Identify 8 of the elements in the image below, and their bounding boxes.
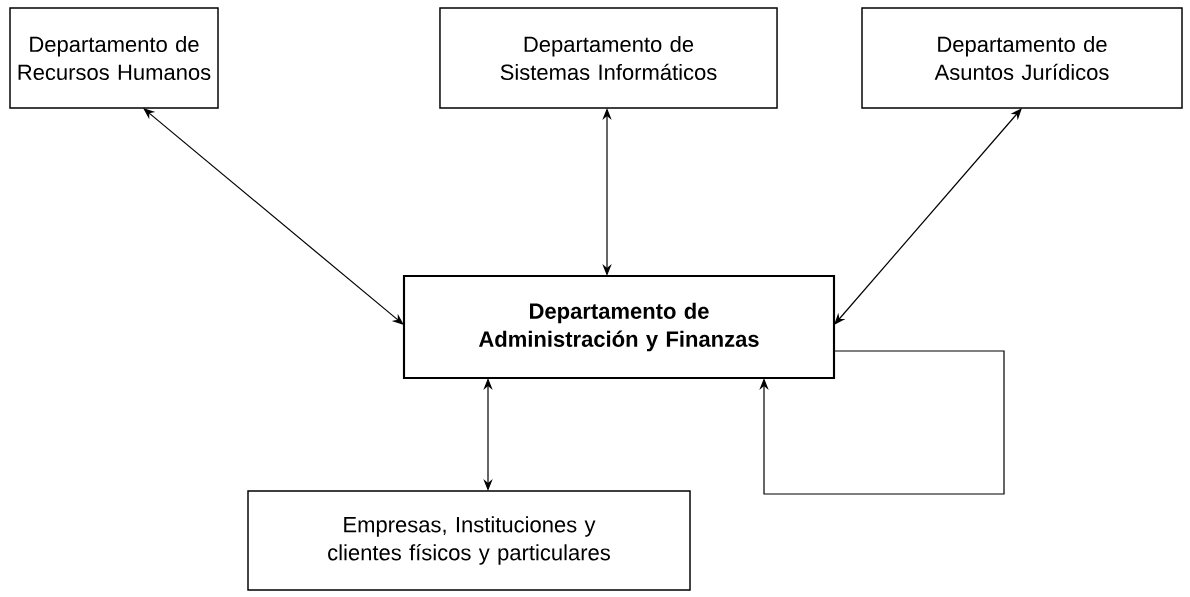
arrow bbox=[834, 108, 1022, 325]
arrow bbox=[759, 350, 1005, 495]
department-box: Empresas, Instituciones y clientes físicos y particulares bbox=[247, 490, 691, 591]
department-box: Departamento de Asuntos Jurídicos bbox=[861, 7, 1183, 109]
department-box: Departamento de Sistemas Informáticos bbox=[439, 7, 778, 109]
department-box: Departamento de Administración y Finanzas bbox=[402, 274, 836, 380]
department-box: Departamento de Recursos Humanos bbox=[9, 7, 219, 109]
arrow bbox=[143, 108, 404, 325]
